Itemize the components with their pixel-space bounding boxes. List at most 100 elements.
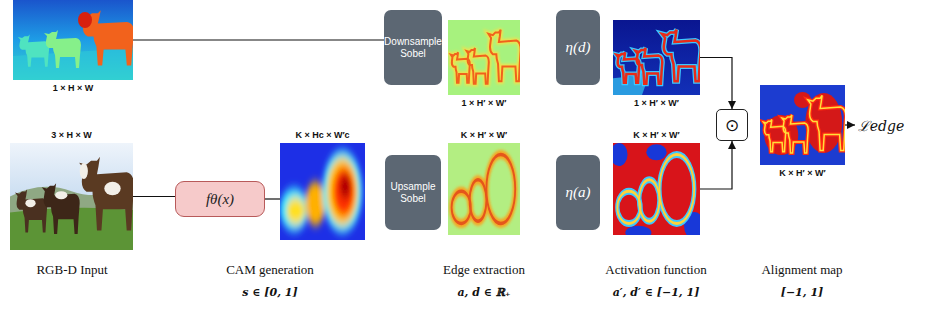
product-operator: ⊙ [716,109,748,141]
node-text: 1 × H′ × W′ [462,98,507,108]
dimension-caption: K × H′ × W′ [779,168,825,178]
cow-patch [25,199,35,207]
edge-glow [451,30,521,84]
label-text: Activation function [605,262,706,278]
node-text: ℒedge [858,116,905,135]
edge-background [448,143,520,235]
alignment-background [760,85,845,165]
activation-map: 1 × H′ × W′ [613,20,700,95]
activation-glow [617,30,701,84]
connector [265,198,280,199]
alignment-lines [763,95,845,153]
box-text: η(d) [566,39,591,56]
cam-heatmap [280,143,365,240]
activation-patches [610,143,704,240]
connector [700,141,732,189]
stage-label: Alignment map [761,262,842,278]
label-text: CAM generation [226,262,314,278]
activation-background [613,20,700,95]
cow-patch [80,163,88,179]
dimension-caption: K × H′ × W′ [633,130,679,140]
dimension-caption: 1 × H × W [53,83,94,93]
depth-edge-map [448,20,521,95]
node-text: Upsample Sobel [388,181,438,205]
node-text: Downsample Sobel [384,36,442,60]
cam-activations [280,150,362,232]
label-text: RGB-D Input [36,262,107,278]
dimension-caption: K × H′ × W′ [461,130,507,140]
stage-label: Edge extraction [443,262,525,278]
edge-lines [452,155,516,224]
box-text: η(a) [566,184,591,201]
sobel-box: Upsample Sobel [385,155,441,230]
label-text: [−1, 1] [781,286,824,299]
label-text: a, d ∈ ℝ₊ [457,286,510,299]
node-text: ⊙ [725,115,739,135]
activation-glow [617,155,694,224]
loss-term: ℒedge [855,112,907,138]
activation-box: η(a) [556,155,600,230]
cam-activation-map [610,143,704,240]
depth-activation-map [613,20,701,95]
stage-label: Activation function [605,262,706,278]
edge-background [448,20,520,95]
box-text: Upsample Sobel [388,181,438,205]
edge-map: 1 × H′ × W′ [448,20,520,95]
sobel-box: Downsample Sobel [384,10,442,85]
edge-lines [451,30,521,84]
cow [42,183,80,234]
node-text: 1 × H × W [53,83,94,93]
alignment-glow [763,95,845,153]
node-text: K × H′ × W′ [633,130,679,140]
node-text: η(d) [566,39,591,56]
connector [700,58,732,110]
activation-box: η(d) [556,10,600,85]
activation-lines [617,155,694,224]
label-text: Alignment map [761,262,842,278]
stage-label: a′, d′ ∈ [−1, 1] [613,286,700,299]
dimension-caption: 1 × H′ × W′ [634,98,679,108]
alignment-map: K × H′ × W′ [760,85,845,165]
connector [133,39,384,40]
box-text: ⊙ [725,115,739,135]
node-text: 1 × H′ × W′ [634,98,679,108]
cam-background [280,143,365,240]
cow [15,189,47,232]
connector [845,124,855,125]
alignment-map [760,85,846,165]
box-text: fθ(x) [206,191,234,208]
stage-label: s ∈ [0, 1] [242,286,297,299]
activation-map: K × H′ × W′ [613,143,700,235]
node-text: K × Hc × W′c [295,130,349,140]
connector [133,196,175,197]
stage-label: a, d ∈ ℝ₊ [457,286,510,299]
depth-cow [44,30,81,68]
cam-edge-map [448,143,520,235]
box-text: Downsample Sobel [384,36,442,60]
depth-image [13,0,134,80]
dimension-caption: 3 × H × W [51,130,92,140]
dimension-caption: K × Hc × W′c [295,130,349,140]
node-text: K × H′ × W′ [461,130,507,140]
cow-patch [104,182,120,195]
cow [79,157,134,231]
stage-label: CAM generation [226,262,314,278]
edge-glow [452,155,516,224]
label-text: a′, d′ ∈ [−1, 1] [613,286,700,299]
rgb-image: 3 × H × W [10,143,133,250]
label-text: Edge extraction [443,262,525,278]
cam-heatmap: K × Hc × W′c [280,143,365,240]
network-box: fθ(x) [175,181,265,217]
depth-cow-head [78,12,92,28]
depth-image: 1 × H × W [13,0,133,80]
box-text: ℒedge [858,116,905,135]
node-text: η(a) [566,184,591,201]
stage-label: [−1, 1] [781,286,824,299]
depth-cow [18,35,49,67]
stage-label: RGB-D Input [36,262,107,278]
node-text: fθ(x) [206,191,234,208]
dimension-caption: 1 × H′ × W′ [462,98,507,108]
activation-lines [617,30,701,84]
node-text: 3 × H × W [51,130,92,140]
